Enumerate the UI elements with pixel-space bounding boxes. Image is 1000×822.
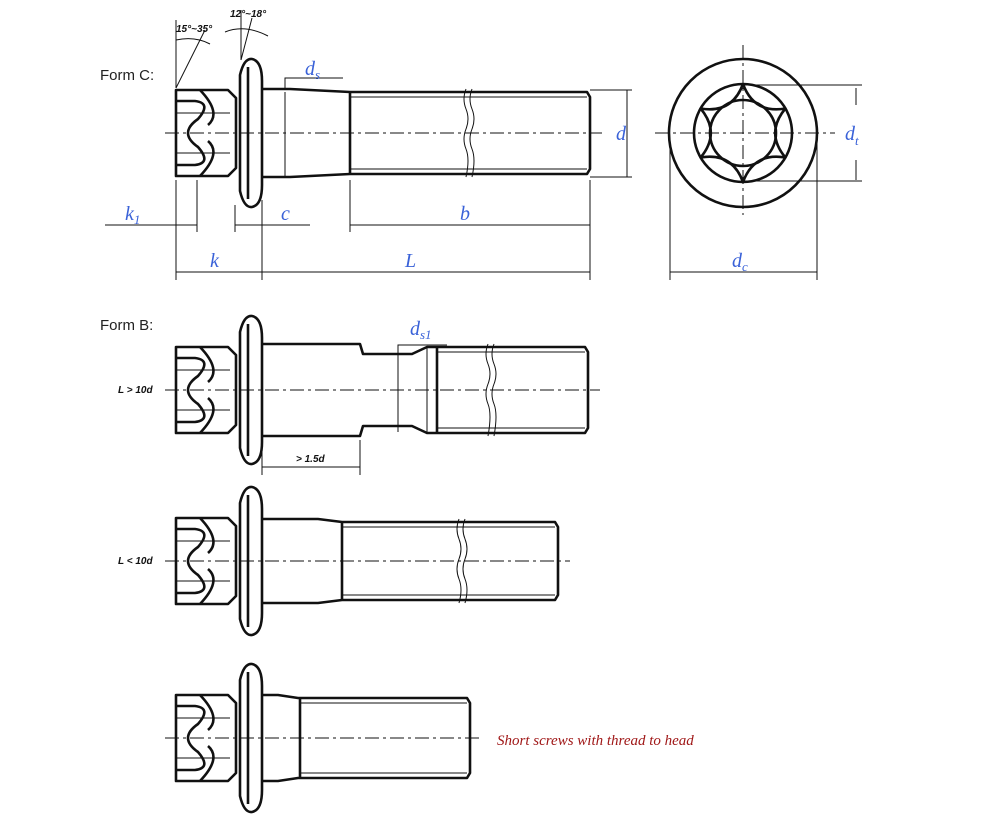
break-line [462,518,468,604]
bolt-head [174,88,238,178]
long-condition-label: L > 10d [118,385,153,396]
min-length-label: > 1.5d [296,454,326,465]
bolt-head [174,345,238,435]
head-lobes [176,99,206,167]
head-lobes [176,356,206,424]
bolt-flange [238,57,264,209]
break-line [456,518,462,604]
flange-angle-label: 12°~18° [230,9,267,20]
break-line [463,88,469,178]
form-b-short-bolt [165,485,570,637]
short-condition-label: L < 10d [118,556,153,567]
head-flutes [199,694,215,782]
break-line [469,88,475,178]
head-flutes [199,517,215,605]
form-b-long-bolt [165,314,600,466]
break-line [491,343,497,437]
ds1-label: ds1 [410,318,432,342]
head-lobes [176,527,206,595]
ds-label: ds [305,58,320,82]
form-b-thread-to-head-bolt [165,662,482,814]
bolt-flange [238,485,264,637]
head-flutes [199,89,215,177]
dc-label: dc [732,250,748,274]
k-label: k [210,250,220,272]
chamfer-angle-label: 15°~35° [176,24,213,35]
dt-label: dt [845,123,859,148]
c-label: c [281,203,290,225]
L-label: L [404,250,416,272]
k1-label: k1 [125,203,140,227]
form-b-label: Form B: [100,317,153,334]
break-line [485,343,491,437]
bolt-head [174,693,238,783]
short-screw-note: Short screws with thread to head [497,733,694,749]
b-label: b [460,203,470,225]
form-c-label: Form C: [100,67,154,84]
d-label: d [616,123,627,145]
bolt-flange [238,662,264,814]
head-flutes [199,346,215,434]
bolt-head [174,516,238,606]
form-c-dimensions [105,10,862,475]
head-lobes [176,704,206,772]
hexalobular-recess [699,83,787,184]
bolt-shank [262,342,590,438]
form-c-bolt [165,57,602,209]
